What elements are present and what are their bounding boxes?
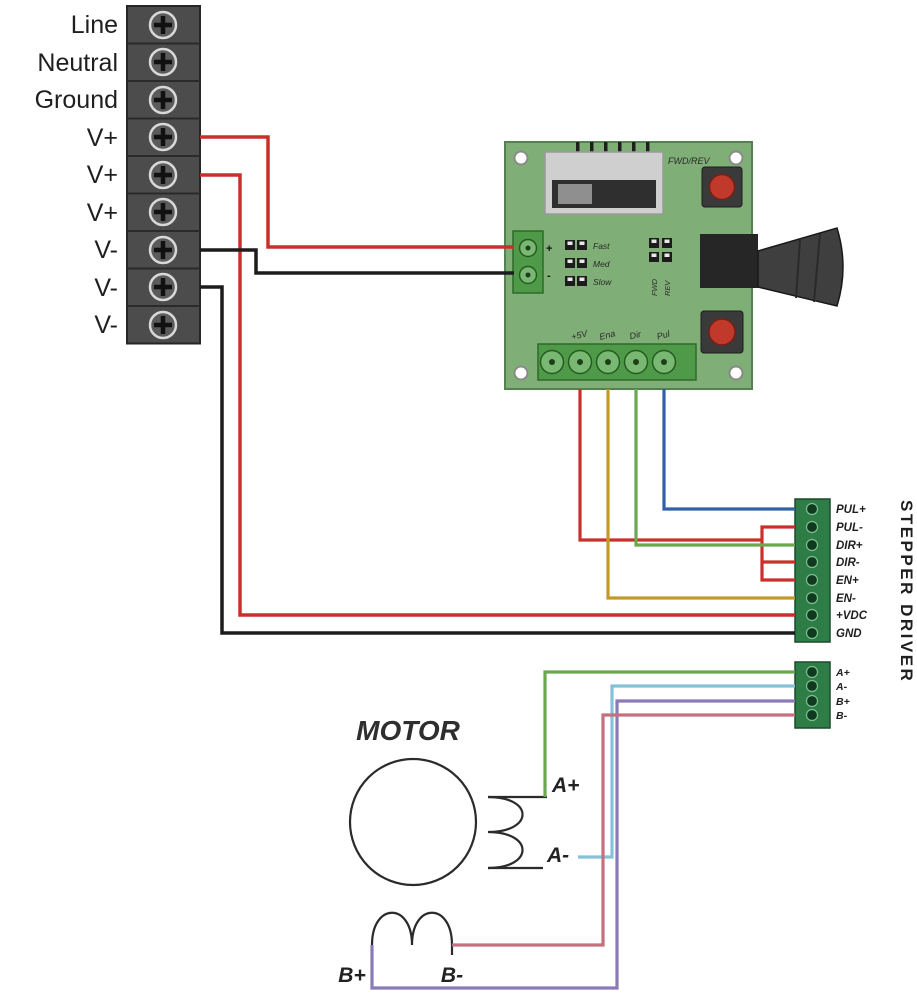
screw-terminal <box>150 199 176 225</box>
terminal-label-vminus-3: V- <box>94 311 118 339</box>
driver-pin-en-plus: EN+ <box>836 575 859 587</box>
wire-vminus-to-gnd <box>200 285 795 635</box>
wire-motor-a-plus <box>543 670 795 797</box>
driver-pin-gnd: GND <box>836 628 862 640</box>
dip-label-rev: REV <box>663 280 672 296</box>
power-terminal-strip: Line Neutral Ground V+ V+ V+ V- V- V- <box>35 5 201 345</box>
pin-label-pul: Pul <box>656 328 672 341</box>
driver-pin-a-minus: A- <box>835 681 848 693</box>
driver-pin-pul-plus: PUL+ <box>836 504 866 516</box>
red-button-cap <box>708 173 736 201</box>
dip-label-fast: Fast <box>593 241 610 251</box>
coil-label-b-plus: B+ <box>338 964 365 987</box>
wire-5v-common <box>578 389 795 582</box>
terminal-label-line: Line <box>71 11 118 39</box>
controller-board: FWD/REV + - Fast Med <box>504 141 844 390</box>
motor: MOTOR A+ A- B+ B- <box>338 715 579 987</box>
speed-dip-switches: Fast Med Slow <box>565 240 612 287</box>
driver-pin-dir-plus: DIR+ <box>836 540 863 552</box>
stepper-driver-motor-connector: A+ A- B+ B- <box>794 661 850 729</box>
terminal-label-neutral: Neutral <box>37 49 118 77</box>
coil-label-a-plus: A+ <box>551 774 579 797</box>
terminal-label-vminus-2: V- <box>94 274 118 302</box>
terminal-labels: Line Neutral Ground V+ V+ V+ V- V- V- <box>35 11 118 339</box>
slide-switch-knob <box>558 184 592 204</box>
screw-terminal <box>150 49 176 75</box>
driver-pin-en-minus: EN- <box>836 593 856 605</box>
mounting-holes <box>513 150 744 381</box>
terminal-screws <box>150 12 176 338</box>
driver-pin-dir-minus: DIR- <box>836 557 860 569</box>
fwd-rev-label: FWD/REV <box>668 156 710 166</box>
input-minus-mark: - <box>547 270 551 282</box>
red-button-cap <box>708 318 736 346</box>
terminal-label-vminus-1: V- <box>94 236 118 264</box>
power-input-terminal: + - <box>512 230 552 294</box>
potentiometer-knob <box>757 227 844 307</box>
motor-coil-a <box>487 795 547 870</box>
dip-label-slow: Slow <box>593 277 612 287</box>
wire-vplus-to-board <box>200 135 514 249</box>
wire-dir <box>634 389 795 547</box>
input-plus-mark: + <box>546 243 552 255</box>
driver-pin-b-minus: B- <box>836 710 848 722</box>
terminal-label-ground: Ground <box>35 86 118 114</box>
motor-coil-b <box>370 911 454 955</box>
screw-terminal <box>150 312 176 338</box>
motor-title: MOTOR <box>356 715 460 746</box>
stepper-driver-title: STEPPER DRIVER <box>897 500 916 683</box>
speed-potentiometer <box>700 227 844 307</box>
pin-label-ena: Ena <box>598 328 616 342</box>
terminal-strip-separators <box>127 42 200 307</box>
driver-pin-a-plus: A+ <box>835 667 850 679</box>
terminal-label-vplus-1: V+ <box>87 124 118 152</box>
pin-label-5v: +5V <box>570 328 589 342</box>
screw-terminal <box>150 87 176 113</box>
coil-label-b-minus: B- <box>441 964 463 987</box>
dip-label-med: Med <box>593 259 610 269</box>
direction-dip-switches: FWD REV <box>649 238 672 296</box>
dip-label-fwd: FWD <box>650 278 659 296</box>
screw-terminal <box>150 274 176 300</box>
screw-terminal <box>150 237 176 263</box>
coil-label-a-minus: A- <box>546 844 569 867</box>
run-stop-button <box>700 310 744 354</box>
screw-terminal <box>150 12 176 38</box>
driver-pin-vdc: +VDC <box>836 610 868 622</box>
driver-pin-pul-minus: PUL- <box>836 522 863 534</box>
wire-motor-b-minus <box>452 713 795 947</box>
screw-terminal <box>150 162 176 188</box>
fwd-rev-button <box>701 166 743 208</box>
screw-terminal <box>150 124 176 150</box>
wire-motor-a-minus <box>578 684 795 859</box>
wire-pul <box>662 389 795 511</box>
slide-switch <box>544 142 664 215</box>
motor-body <box>348 757 478 887</box>
wire-vminus-to-board <box>200 248 514 275</box>
terminal-label-vplus-3: V+ <box>87 199 118 227</box>
wire-vplus-to-vdc <box>200 173 795 617</box>
wire-motor-b-plus <box>370 699 795 990</box>
stepper-driver-signal-connector: PUL+ PUL- DIR+ DIR- EN+ EN- +VDC GND <box>794 498 868 643</box>
pin-label-dir: Dir <box>628 329 643 342</box>
terminal-label-vplus-2: V+ <box>87 161 118 189</box>
wires <box>200 135 795 990</box>
signal-output-terminal: +5V Ena Dir Pul <box>537 328 697 381</box>
driver-pin-b-plus: B+ <box>836 696 850 708</box>
wire-ena <box>606 389 795 600</box>
potentiometer-base <box>700 234 758 288</box>
